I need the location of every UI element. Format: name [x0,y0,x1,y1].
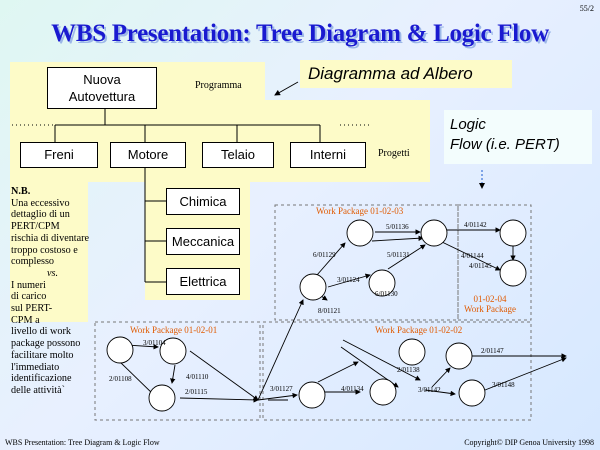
edge-label: 8/01121 [318,307,341,315]
wp-label-02: Work Package 01-02-02 [375,325,463,335]
tree-background-right [265,100,430,182]
footer-right: Copyright© DIP Genoa University 1998 [464,438,594,447]
footer-left: WBS Presentation: Tree Diagram & Logic F… [5,438,160,447]
project-box-telaio: Telaio [202,142,274,168]
edge-label: 4/01134 [341,385,364,393]
project-box-interni: Interni [290,142,366,168]
note-line: sul PERT- [11,303,53,315]
tree-root-line1: Nuova [83,72,121,87]
edge-label: 3/01148 [492,381,515,389]
edge-label: 2/01115 [185,388,208,396]
wp-box-01 [94,321,261,421]
wp-label-04-text: Work Package [464,304,517,314]
note-line: livello di work [11,326,71,338]
tree-root-line2: Autovettura [68,89,136,104]
edge-label: 3/01104 [143,339,166,347]
logic-callout-line1: Logic [450,116,486,133]
note-line: CPM a [11,314,40,326]
edge-label: 4/01144 [461,252,484,260]
edge-label: 6/01130 [375,290,398,298]
project-box-freni: Freni [20,142,98,168]
edge-label: 5/01136 [386,223,409,231]
project-box-motore: Motore [110,142,186,168]
tree-root-box: Nuova Autovettura [47,67,157,109]
edge-label: 4/01110 [186,373,209,381]
logic-callout-line2: Flow (i.e. PERT) [450,136,560,153]
wp-label-04: 01-02-04 Work Package [464,294,516,314]
pert-edge-labels: 3/01104 2/01108 4/01110 2/01115 6/01129 … [109,221,515,396]
note-line: package possono [11,338,81,350]
note-line: identificazione [11,373,72,385]
note-line: PERT/CPM [11,221,60,233]
note-background [10,182,88,322]
edge-label: 2/01108 [109,375,132,383]
note-text: N.B. Una eccessivo dettaglio di un PERT/… [11,186,101,397]
note-line: rischia di diventare [11,232,90,244]
note-heading: N.B. [11,186,31,197]
wp-label-01: Work Package 01-02-01 [130,325,218,335]
sub-box-chimica: Chimica [166,188,240,215]
tree-callout-arrow [274,81,299,96]
edge-label: 3/01124 [337,276,360,284]
sub-box-meccanica: Meccanica [166,228,240,255]
wp-box-02 [262,321,532,421]
page-number: 55/2 [579,4,594,13]
note-line: troppo costoso e [11,244,78,256]
note-line: facilitare molto [11,349,74,361]
wp-label-03: Work Package 01-02-03 [316,206,404,216]
pert-nodes [106,219,527,412]
edge-label: 4/01142 [464,221,487,229]
tree-connectors [54,108,321,283]
progetti-label: Progetti [378,148,410,159]
edge-label: 5/01131 [387,251,410,259]
edge-label: 3/01142 [418,386,441,394]
note-line: I numeri [11,279,46,291]
note-line: complesso [11,256,55,268]
note-vs: vs. [47,267,59,279]
edge-label: 2/01138 [397,366,420,374]
note-line: dettaglio di un [11,209,70,221]
wp-box-04 [457,204,532,321]
note-line: delle attività` [11,384,66,396]
edge-label: 6/01129 [313,251,336,259]
slide-title: WBS Presentation: Tree Diagram & Logic F… [51,20,549,47]
edge-label: 4/01145 [469,262,492,270]
note-line: Una eccessivo [11,197,70,209]
edge-label: 3/01127 [270,385,293,393]
programma-label: Programma [195,80,242,91]
note-line: l'immediato [11,361,60,373]
note-line: di carico [11,291,47,303]
wp-label-04-code: 01-02-04 [473,294,507,304]
sub-box-elettrica: Elettrica [166,268,240,295]
edge-label: 2/01147 [481,347,504,355]
logic-callout: Logic Flow (i.e. PERT) [444,110,592,164]
tree-callout: Diagramma ad Albero [300,60,512,88]
